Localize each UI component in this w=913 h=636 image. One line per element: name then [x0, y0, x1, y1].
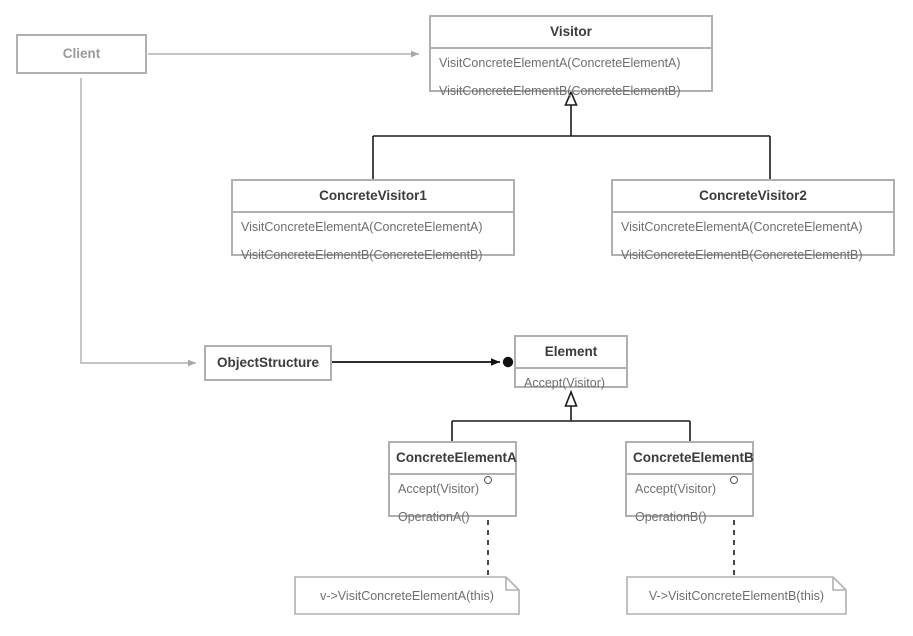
class-methods-concretevisitor2: VisitConcreteElementA(ConcreteElementA) …: [613, 210, 893, 270]
class-method-row: VisitConcreteElementB(ConcreteElementB): [241, 248, 483, 262]
note-text-b: V->VisitConcreteElementB(this): [648, 588, 825, 603]
class-box-objectstructure[interactable]: ObjectStructure: [204, 345, 332, 381]
note-anchor-icon-a: [484, 476, 492, 484]
class-methods-concreteelementa: Accept(Visitor) OperationA(): [390, 472, 515, 532]
class-box-visitor[interactable]: Visitor VisitConcreteElementA(ConcreteEl…: [429, 15, 713, 97]
class-method-row: Accept(Visitor): [635, 481, 717, 496]
class-method-row: VisitConcreteElementA(ConcreteElementA): [241, 219, 483, 234]
class-title-concretevisitor2: ConcreteVisitor2: [699, 188, 807, 203]
class-methods-visitor: VisitConcreteElementA(ConcreteElementA) …: [431, 46, 711, 106]
class-title-visitor: Visitor: [550, 24, 592, 39]
class-methods-element: Accept(Visitor): [516, 366, 626, 398]
class-method-row: Accept(Visitor): [398, 481, 480, 496]
note-shape-b: [626, 576, 847, 615]
aggregation-endpoint-dot: [502, 356, 514, 368]
class-box-concretevisitor1[interactable]: ConcreteVisitor1 VisitConcreteElementA(C…: [231, 179, 515, 261]
class-title-concreteelementa: ConcreteElementA: [396, 450, 517, 465]
note-text-a: v->VisitConcreteElementA(this): [320, 588, 494, 603]
edge-objectstructure-to-element: [332, 356, 514, 368]
class-title-concreteelementb: ConcreteElementB: [633, 450, 754, 465]
class-methods-concretevisitor1: VisitConcreteElementA(ConcreteElementA) …: [233, 210, 513, 270]
note-b[interactable]: V->VisitConcreteElementB(this): [626, 576, 847, 615]
class-method-row: VisitConcreteElementA(ConcreteElementA): [621, 219, 863, 234]
class-method-row: VisitConcreteElementA(ConcreteElementA): [439, 55, 681, 70]
note-a[interactable]: v->VisitConcreteElementA(this): [294, 576, 520, 615]
note-anchor-icon-b: [730, 476, 738, 484]
class-title-client: Client: [62, 46, 101, 62]
class-box-element[interactable]: Element Accept(Visitor): [514, 335, 628, 389]
class-title-objectstructure: ObjectStructure: [216, 355, 320, 371]
class-method-row: VisitConcreteElementB(ConcreteElementB): [439, 84, 681, 98]
class-box-client[interactable]: Client: [16, 34, 147, 74]
class-method-row: VisitConcreteElementB(ConcreteElementB): [621, 248, 863, 262]
edge-client-to-objectstructure: [80, 78, 196, 367]
class-title-concretevisitor1: ConcreteVisitor1: [319, 188, 427, 203]
class-title-element: Element: [544, 344, 598, 359]
class-box-concreteelementa[interactable]: ConcreteElementA Accept(Visitor) Operati…: [388, 441, 517, 523]
edge-concreteelements-to-element: [451, 389, 691, 441]
note-shape-a: [294, 576, 520, 615]
class-methods-concreteelementb: Accept(Visitor) OperationB(): [627, 472, 752, 532]
class-method-row: OperationA(): [398, 510, 470, 524]
class-box-concretevisitor2[interactable]: ConcreteVisitor2 VisitConcreteElementA(C…: [611, 179, 895, 261]
class-method-row: OperationB(): [635, 510, 707, 524]
class-method-row: Accept(Visitor): [524, 375, 606, 390]
